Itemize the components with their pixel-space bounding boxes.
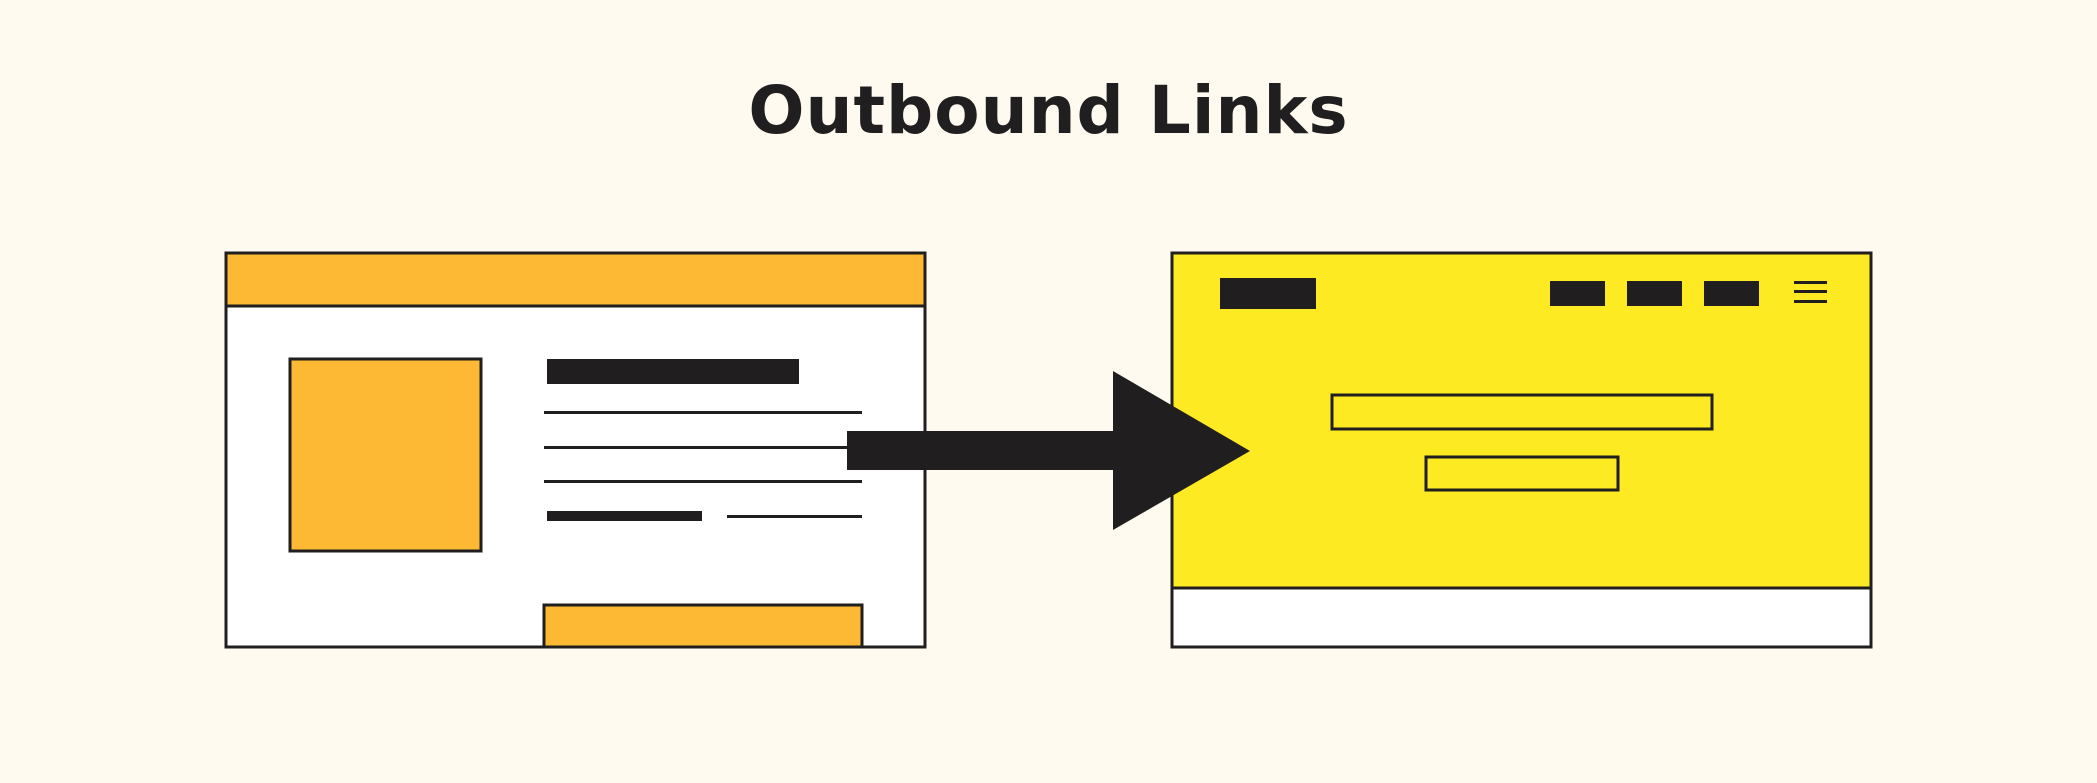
source-page-image-block: [288, 357, 483, 553]
source-page-footer-button: [542, 603, 864, 649]
source-page-text-line: [727, 515, 862, 518]
destination-page: [1170, 251, 1873, 649]
source-page-header-bar: [224, 251, 927, 308]
destination-page-nav-item: [1627, 281, 1682, 306]
destination-page-nav-item: [1550, 281, 1605, 306]
source-page-bold-text-line: [547, 511, 702, 521]
destination-page-button: [1424, 455, 1620, 492]
page-title: Outbound Links: [748, 72, 1349, 149]
source-page-text-line: [544, 411, 862, 414]
hamburger-menu-icon: [1794, 281, 1827, 303]
arrow-right-icon: [847, 371, 1250, 530]
destination-page-nav-item: [1704, 281, 1759, 306]
source-page-text-line: [544, 446, 862, 449]
source-page-heading-line: [547, 359, 799, 384]
source-page: [224, 251, 927, 649]
destination-page-input-bar: [1330, 393, 1714, 431]
source-page-text-line: [544, 480, 862, 483]
destination-page-logo-block: [1220, 278, 1316, 309]
